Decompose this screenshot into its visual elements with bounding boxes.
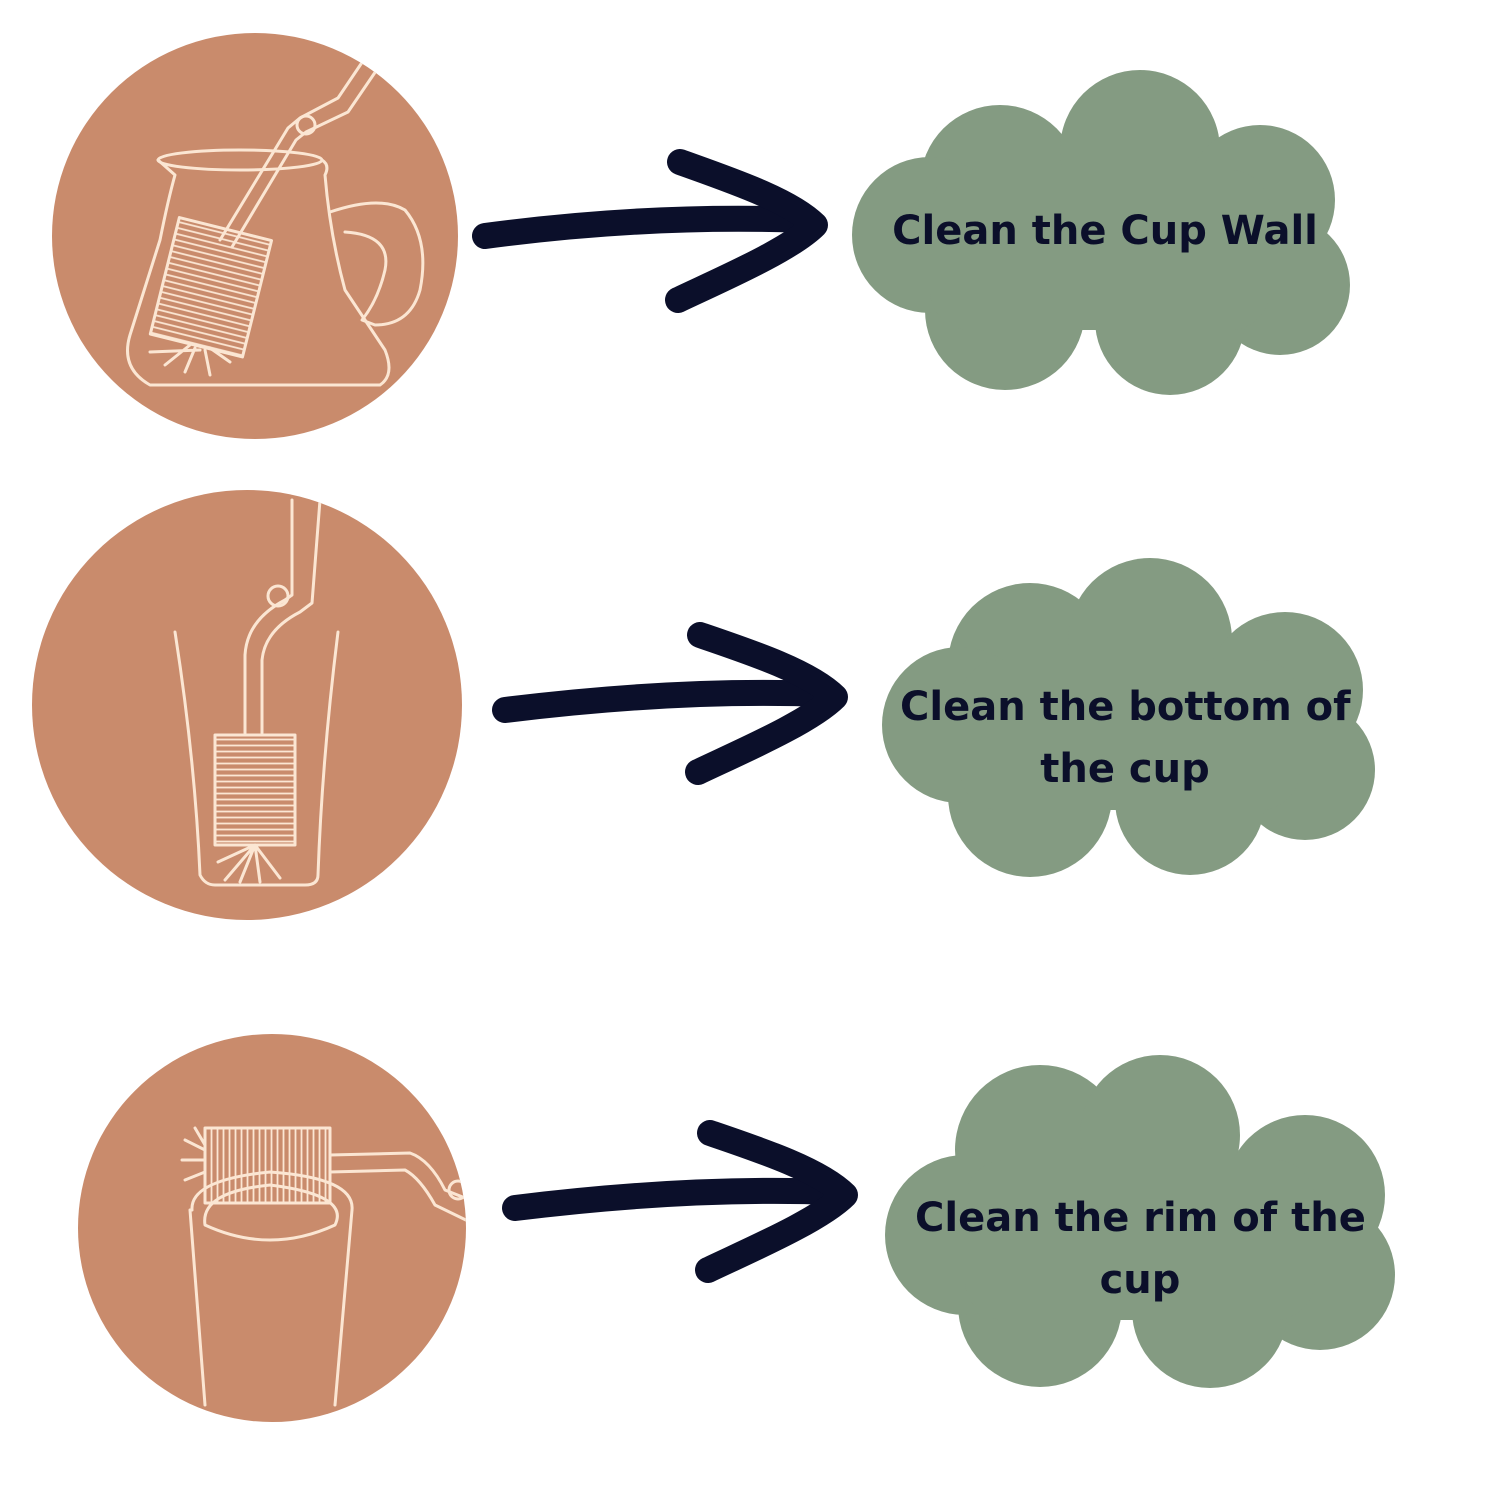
step-2-cloud <box>882 558 1375 877</box>
step-1-label-line-1: Clean the Cup Wall <box>892 208 1318 254</box>
step-1-cloud <box>852 70 1350 395</box>
rim-brush-icon <box>180 1126 466 1407</box>
step-1-illustration <box>52 33 458 439</box>
step-3-label: Clean the rim of the cup <box>915 1187 1366 1311</box>
step-3-cloud <box>885 1055 1395 1388</box>
pitcher-brush-icon <box>126 56 425 387</box>
step-2-illustration <box>32 490 462 920</box>
step-2-label-line-1: Clean the bottom of <box>900 684 1351 730</box>
step-2-arrow <box>492 622 848 785</box>
step-3-circle <box>78 1034 466 1422</box>
step-2-label-line-2: the cup <box>1040 746 1210 792</box>
tumbler-brush-icon <box>173 498 340 887</box>
step-3-arrow <box>502 1120 858 1283</box>
step-3-illustration <box>78 1034 466 1422</box>
step-1-label: Clean the Cup Wall <box>880 200 1330 262</box>
step-3-label-line-1: Clean the rim of the <box>915 1195 1366 1241</box>
step-1-arrow <box>472 149 828 313</box>
step-2-label: Clean the bottom of the cup <box>900 676 1351 800</box>
step-3-label-line-2: cup <box>1099 1257 1181 1303</box>
step-2-circle <box>32 490 462 920</box>
